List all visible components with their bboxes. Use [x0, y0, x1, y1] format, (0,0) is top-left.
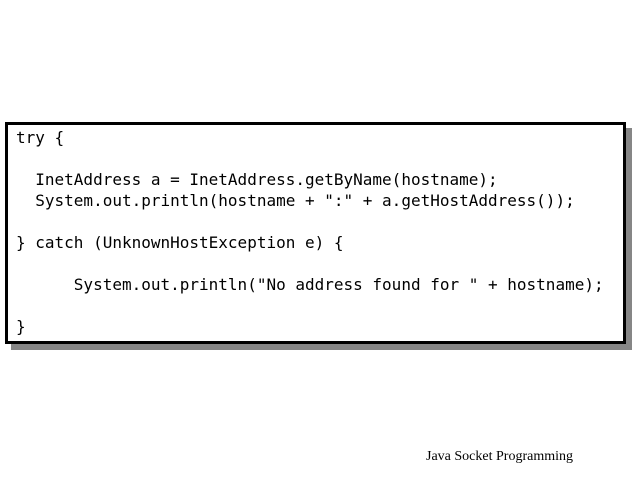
- code-box: try { InetAddress a = InetAddress.getByN…: [5, 122, 626, 344]
- code-text: try { InetAddress a = InetAddress.getByN…: [16, 128, 604, 336]
- footer-title: Java Socket Programming: [426, 449, 573, 464]
